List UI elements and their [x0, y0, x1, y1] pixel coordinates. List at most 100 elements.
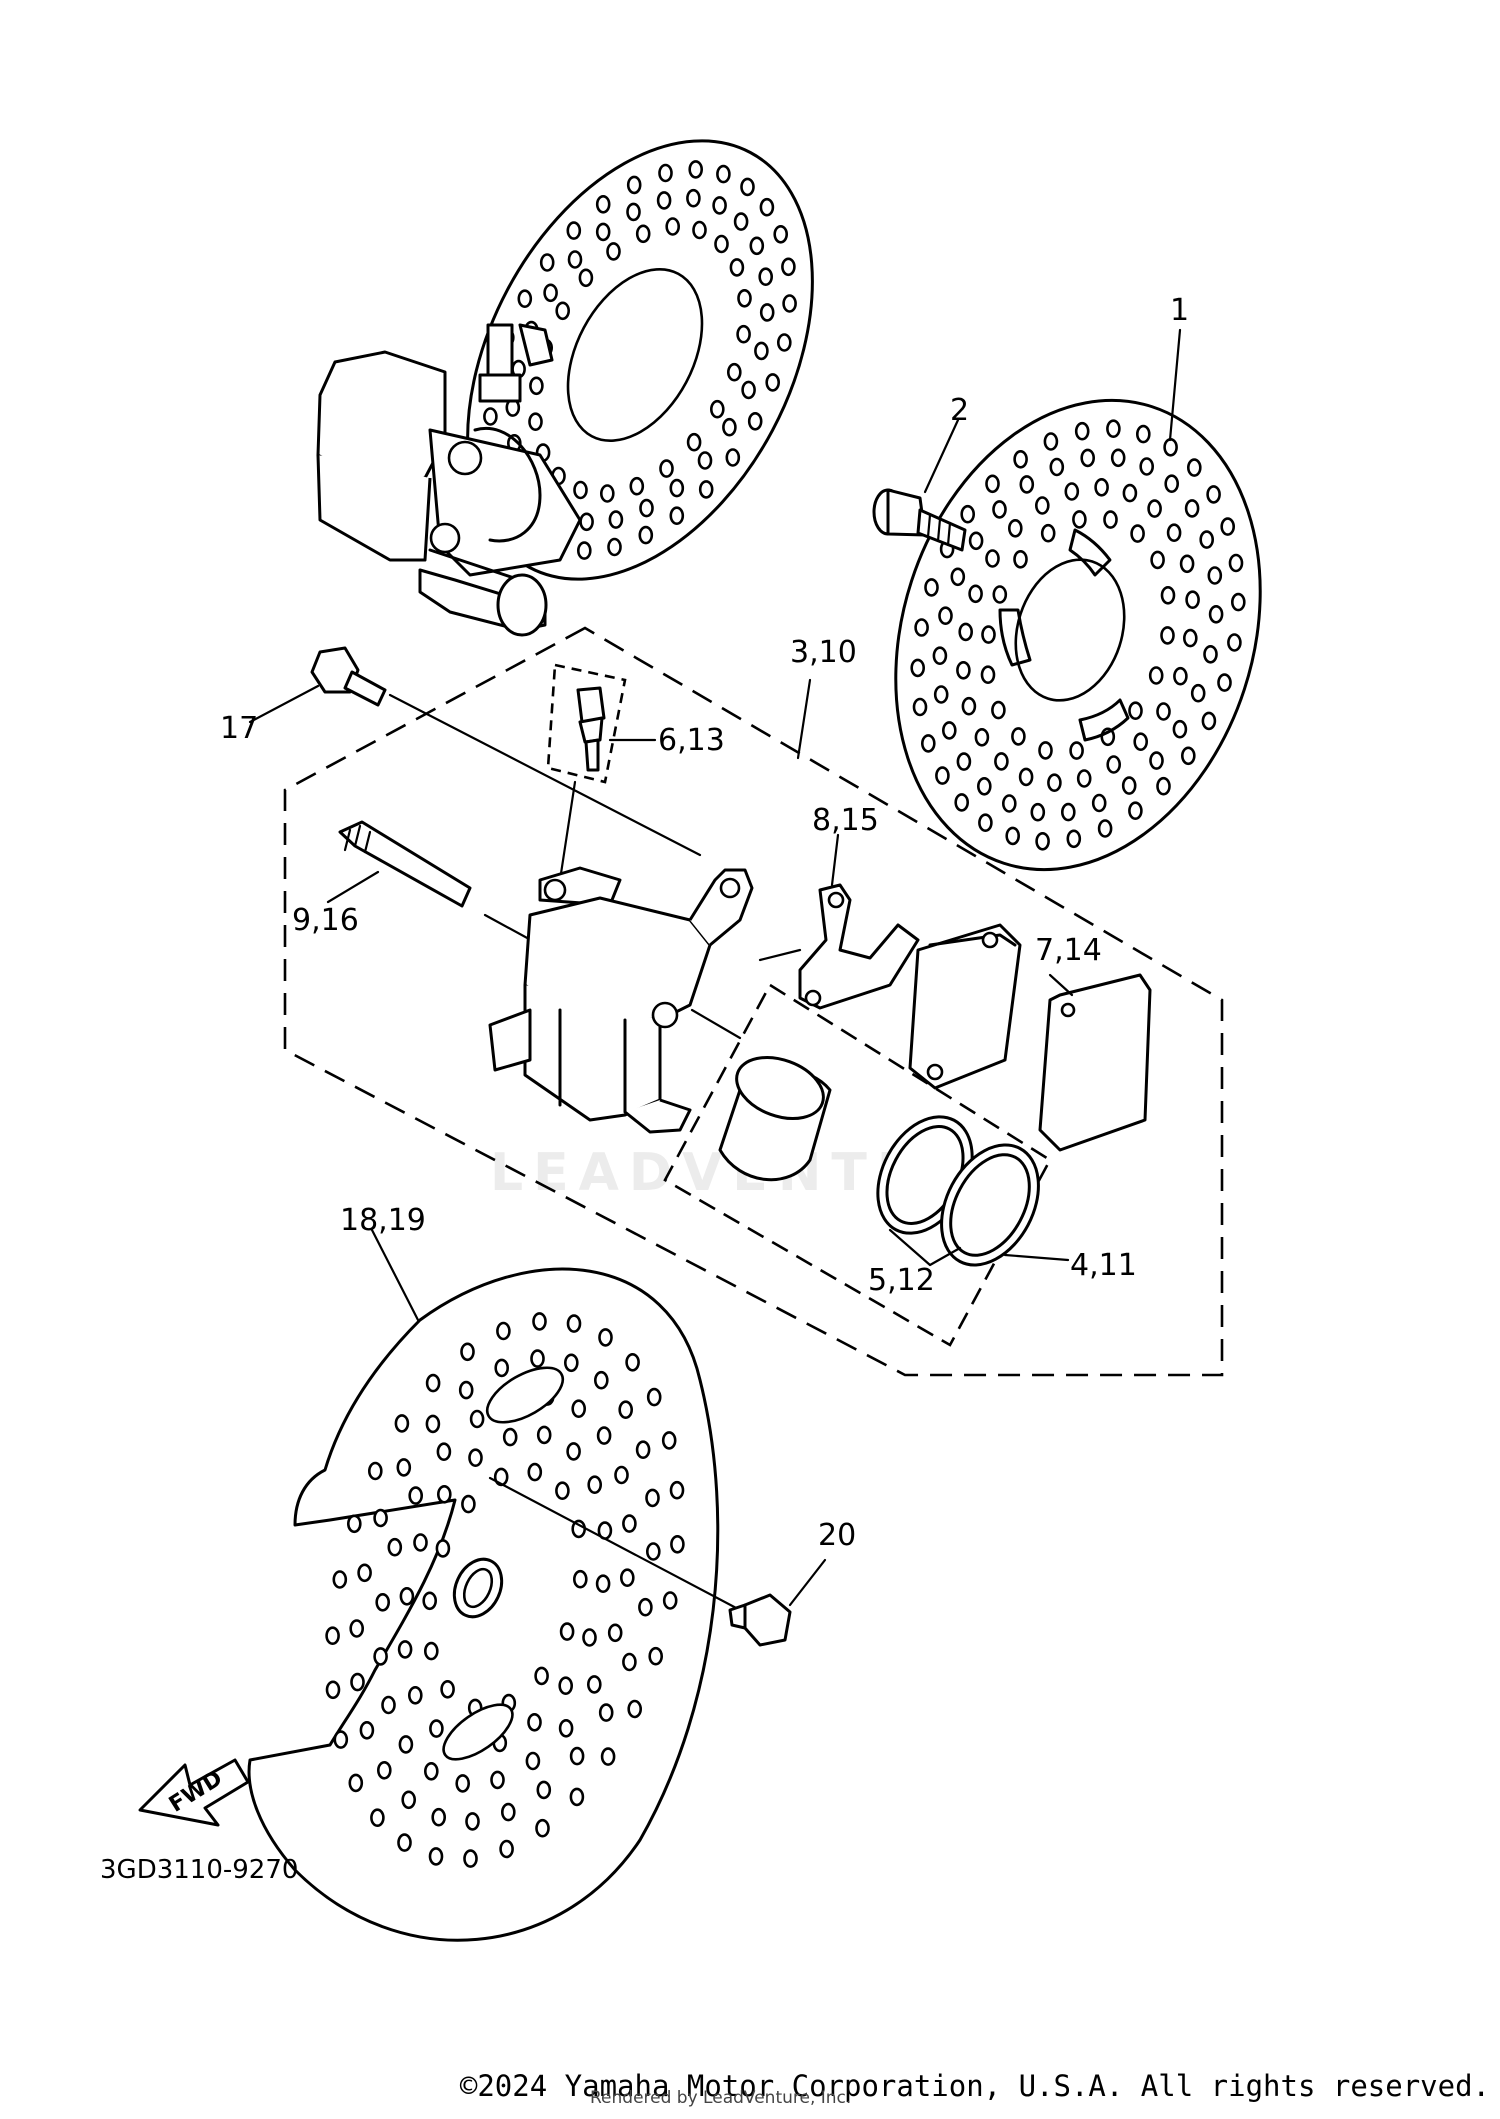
- disc-hole: [709, 399, 725, 419]
- disc-hole: [781, 257, 796, 277]
- disc-hole: [569, 1746, 585, 1766]
- bolt-part-2: [872, 418, 967, 552]
- disc-hole: [733, 212, 749, 231]
- disc-hole: [1064, 482, 1080, 501]
- disc-hole: [658, 163, 673, 183]
- callout-7-14: 7,14: [1035, 933, 1102, 968]
- callout-1: 1: [1170, 293, 1189, 328]
- disc-hole: [559, 1622, 575, 1641]
- disc-hole: [535, 1818, 550, 1838]
- disc-hole: [517, 289, 533, 309]
- disc-hole: [573, 480, 588, 500]
- disc-hole: [754, 341, 769, 361]
- disc-hole: [1133, 732, 1148, 752]
- disc-hole: [607, 537, 622, 557]
- callout-20: 20: [818, 1518, 856, 1553]
- disc-hole: [586, 1675, 602, 1694]
- disc-hole: [1160, 585, 1176, 605]
- disc-hole: [773, 225, 789, 244]
- disc-hole: [1094, 477, 1109, 497]
- disc-hole: [325, 1680, 341, 1700]
- disc-hole: [349, 1619, 365, 1638]
- disc-hole: [1013, 449, 1028, 469]
- callout-17: 17: [220, 711, 258, 746]
- disc-hole: [635, 224, 651, 244]
- disc-hole: [1147, 499, 1162, 518]
- disc-hole: [598, 1328, 613, 1347]
- disc-hole: [976, 776, 992, 796]
- disc-hole: [716, 164, 731, 184]
- disc-hole: [595, 1574, 611, 1593]
- disc-hole: [956, 660, 971, 680]
- disc-hole: [932, 646, 948, 666]
- assembly-outline-3-10: [283, 626, 1224, 1377]
- disc-hole: [578, 268, 594, 288]
- disc-hole: [938, 606, 953, 626]
- disc-hole: [1128, 701, 1143, 721]
- disc-hole: [370, 1808, 385, 1827]
- disc-hole: [635, 1440, 651, 1459]
- disc-hole: [924, 578, 939, 597]
- disc-hole: [912, 697, 928, 717]
- disc-hole: [394, 1414, 410, 1433]
- disc-hole: [968, 531, 984, 551]
- disc-hole: [539, 253, 555, 272]
- disc-hole: [736, 324, 751, 344]
- diagram-code: 3GD3110-9270: [100, 1855, 298, 1885]
- disc-hole: [776, 333, 792, 352]
- disc-hole: [759, 303, 775, 322]
- callout-18-19: 18,19: [340, 1203, 426, 1238]
- disc-hole: [571, 1399, 587, 1418]
- disc-hole: [534, 1666, 549, 1686]
- disc-hole: [423, 1641, 439, 1661]
- disc-hole: [994, 752, 1009, 771]
- disc-hole: [1076, 769, 1092, 788]
- disc-hole: [1199, 530, 1214, 549]
- disc-hole: [625, 1353, 640, 1372]
- disc-hole: [599, 484, 615, 503]
- bleed-screw-part-6-13: [546, 663, 657, 882]
- disc-hole: [423, 1762, 439, 1781]
- disc-hole: [569, 1787, 585, 1807]
- disc-hole: [910, 658, 926, 678]
- disc-hole: [645, 1542, 661, 1561]
- disc-hole: [1066, 829, 1082, 849]
- disc-hole: [741, 380, 756, 400]
- disc-hole: [920, 734, 936, 753]
- disc-hole: [638, 525, 654, 545]
- disc-hole: [463, 1849, 478, 1868]
- disc-hole: [1035, 496, 1050, 515]
- disc-hole: [606, 242, 621, 261]
- disc-hole: [692, 220, 707, 240]
- disc-hole: [978, 813, 993, 833]
- disc-hole: [596, 1426, 612, 1445]
- disc-hole: [1139, 457, 1154, 476]
- disc-hole: [629, 476, 645, 496]
- disc-hole: [992, 500, 1007, 519]
- disc-hole: [661, 1431, 677, 1450]
- disc-hole: [496, 1321, 511, 1341]
- disc-hole: [567, 250, 583, 269]
- disc-hole: [726, 362, 742, 382]
- disc-hole: [1122, 483, 1138, 503]
- disc-hole: [607, 1623, 623, 1643]
- disc-hole: [1011, 727, 1026, 746]
- disc-hole: [399, 1587, 415, 1606]
- disc-hole: [759, 197, 775, 217]
- disc-hole: [686, 188, 701, 208]
- disc-hole: [958, 622, 974, 642]
- disc-hole: [367, 1461, 383, 1481]
- disc-hole: [608, 510, 624, 529]
- callout-9-16: 9,16: [292, 903, 359, 938]
- disc-hole: [622, 1514, 637, 1533]
- disc-hole: [1228, 553, 1244, 573]
- assembled-caliper-disc: [316, 139, 814, 637]
- disc-hole: [387, 1537, 403, 1557]
- disc-hole: [1173, 666, 1188, 686]
- disc-hole: [558, 1719, 574, 1738]
- disc-hole: [1164, 474, 1179, 494]
- disc-hole: [396, 1458, 412, 1477]
- callout-4-11: 4,11: [1070, 1248, 1137, 1283]
- disc-hole: [954, 793, 970, 812]
- brake-disc-part-1: [894, 328, 1262, 872]
